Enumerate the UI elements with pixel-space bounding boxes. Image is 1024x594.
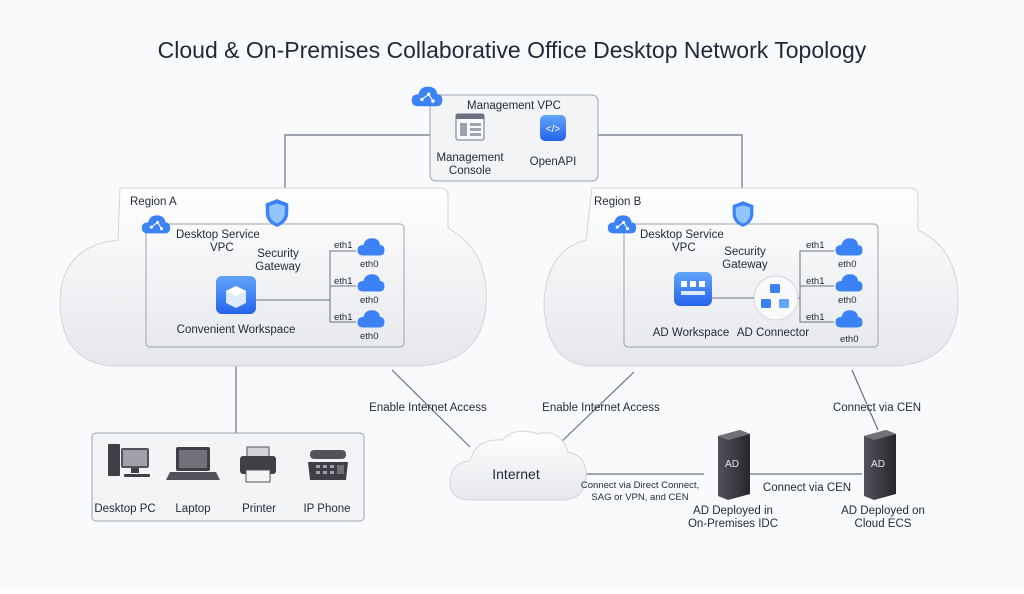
ad-workspace-label: AD Workspace bbox=[653, 327, 729, 339]
idc-ecs-cen-label: Connect via CEN bbox=[763, 482, 851, 494]
nic-a1-eth0: eth0 bbox=[360, 259, 379, 270]
region-a-vpc-label-line2: VPC bbox=[210, 242, 234, 254]
region-b-gateway-label-line2: Gateway bbox=[722, 259, 768, 271]
region-a-gateway-label-line2: Gateway bbox=[255, 261, 301, 273]
workspace-icon[interactable] bbox=[216, 276, 256, 314]
region-b-cen-label: Connect via CEN bbox=[833, 402, 921, 414]
devices-box bbox=[91, 432, 365, 522]
region-b: Region B Desktop Service VPC Security Ga… bbox=[543, 187, 959, 367]
region-a-internet-access-label: Enable Internet Access bbox=[369, 402, 487, 414]
svg-text:</>: </> bbox=[546, 124, 561, 135]
laptop-icon[interactable] bbox=[166, 447, 220, 480]
line-region-b-to-internet bbox=[557, 371, 635, 446]
on-premises-devices: Desktop PC Laptop Printer IP Phone bbox=[91, 432, 365, 522]
cloud-network-icon bbox=[411, 86, 443, 107]
nic-b3-eth0: eth0 bbox=[840, 334, 859, 345]
nic-a2-eth1: eth1 bbox=[334, 276, 353, 287]
region-b-label: Region B bbox=[594, 196, 642, 208]
desktop-pc-icon[interactable] bbox=[108, 444, 150, 477]
nic-a2-eth0: eth0 bbox=[360, 295, 379, 306]
line-mgmt-to-region-a bbox=[284, 134, 430, 192]
management-console-label-line1: Management bbox=[436, 152, 504, 164]
management-console-icon[interactable] bbox=[455, 113, 485, 141]
nic-b1-eth1: eth1 bbox=[806, 240, 825, 251]
direct-connect-label-line1: Connect via Direct Connect, bbox=[581, 480, 699, 491]
openapi-label: OpenAPI bbox=[530, 156, 577, 168]
management-console-label-line2: Console bbox=[449, 165, 491, 177]
management-vpc: Management VPC Management Console </> Op… bbox=[411, 86, 599, 182]
region-b-vpc-box bbox=[623, 223, 879, 348]
openapi-icon[interactable]: </> bbox=[540, 115, 566, 141]
nic-a3-eth0: eth0 bbox=[360, 331, 379, 342]
ip-phone-icon[interactable] bbox=[308, 450, 348, 480]
ad-ecs-label-line2: Cloud ECS bbox=[855, 518, 912, 530]
direct-connect-label-line2: SAG or VPN, and CEN bbox=[591, 492, 688, 503]
convenient-workspace-label: Convenient Workspace bbox=[177, 324, 296, 336]
region-b-internet-access-label: Enable Internet Access bbox=[542, 402, 660, 414]
ad-connector-icon[interactable] bbox=[753, 275, 799, 321]
nic-b3-eth1: eth1 bbox=[806, 312, 825, 323]
region-a-gateway-label-line1: Security bbox=[257, 248, 299, 260]
connection-lines bbox=[235, 134, 879, 475]
printer-icon[interactable] bbox=[240, 446, 276, 483]
ad-idc-server-icon[interactable]: AD bbox=[718, 430, 750, 500]
line-region-b-to-ecs bbox=[851, 369, 879, 431]
region-b-vpc-label-line1: Desktop Service bbox=[640, 229, 724, 241]
ad-ecs-badge: AD bbox=[871, 459, 885, 470]
region-a-label: Region A bbox=[130, 196, 177, 208]
laptop-label: Laptop bbox=[175, 503, 210, 515]
ad-workspace-icon[interactable] bbox=[674, 272, 712, 306]
region-a: Region A Desktop Service VPC Security Ga… bbox=[59, 187, 487, 367]
nic-a1-eth1: eth1 bbox=[334, 240, 353, 251]
desktop-pc-label: Desktop PC bbox=[94, 503, 155, 515]
nic-a3-eth1: eth1 bbox=[334, 312, 353, 323]
internet-cloud: Internet bbox=[449, 430, 587, 501]
internet-label: Internet bbox=[492, 466, 540, 482]
line-mgmt-to-region-b bbox=[598, 134, 743, 192]
nic-b2-eth0: eth0 bbox=[838, 295, 857, 306]
line-region-a-to-internet bbox=[391, 369, 471, 448]
ip-phone-label: IP Phone bbox=[303, 503, 350, 515]
region-b-vpc-label-line2: VPC bbox=[672, 242, 696, 254]
region-b-gateway-label-line1: Security bbox=[724, 246, 766, 258]
region-a-vpc-label-line1: Desktop Service bbox=[176, 229, 260, 241]
printer-label: Printer bbox=[242, 503, 276, 515]
ad-idc-badge: AD bbox=[725, 459, 739, 470]
diagram-title: Cloud & On-Premises Collaborative Office… bbox=[158, 37, 867, 63]
ad-connector-label: AD Connector bbox=[737, 327, 809, 339]
nic-b1-eth0: eth0 bbox=[838, 259, 857, 270]
ad-idc-label-line2: On-Premises IDC bbox=[688, 518, 778, 530]
management-vpc-label: Management VPC bbox=[467, 100, 561, 112]
ad-idc-label-line1: AD Deployed in bbox=[693, 505, 773, 517]
nic-b2-eth1: eth1 bbox=[806, 276, 825, 287]
ad-ecs-server-icon[interactable]: AD bbox=[864, 430, 896, 500]
ad-ecs-label-line1: AD Deployed on bbox=[841, 505, 925, 517]
